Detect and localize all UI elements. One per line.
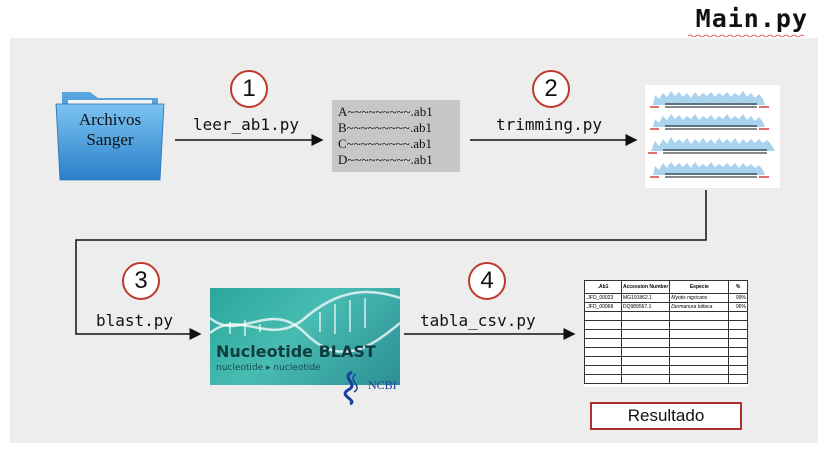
folder-label-line1: Archivos [78,110,142,129]
step-number-4: 4 [468,262,506,300]
step-number-2: 2 [532,70,570,108]
result-table: .Ab1 Accession Number Especie % .JFD_000… [584,280,748,387]
ab1-file-c: C~~~~~~~~~.ab1 [338,136,432,151]
table-header-row: .Ab1 Accession Number Especie % [584,280,748,294]
blast-subtitle: nucleotide ▸ nucleotide [216,363,321,373]
arrow-3 [75,190,707,340]
nucleotide-blast-image [210,288,400,385]
ab1-file-b: B~~~~~~~~~.ab1 [338,120,432,135]
spellcheck-underline [688,34,805,37]
page-title: Main.py [695,4,808,33]
table-row [584,374,748,384]
ncbi-label: NCBI [368,378,397,392]
table-cell [669,374,730,384]
chromatogram-image [645,85,780,188]
ab1-file-d: D~~~~~~~~~.ab1 [338,152,433,167]
ab1-files-box [332,100,460,172]
script-tabla-csv: tabla_csv.py [420,311,536,330]
table-cell [728,374,748,384]
step-number-3: 3 [122,262,160,300]
script-leer-ab1: leer_ab1.py [193,115,299,134]
folder-label-line2: Sanger [86,130,134,149]
blast-title: Nucleotide BLAST [216,342,376,361]
script-blast: blast.py [96,311,174,330]
table-cell [620,374,671,384]
script-trimming: trimming.py [496,115,602,134]
result-label: Resultado [590,402,742,430]
step-number-1: 1 [230,70,268,108]
ab1-file-a: A~~~~~~~~~.ab1 [338,104,433,119]
folder-label: Archivos Sanger [55,110,165,150]
